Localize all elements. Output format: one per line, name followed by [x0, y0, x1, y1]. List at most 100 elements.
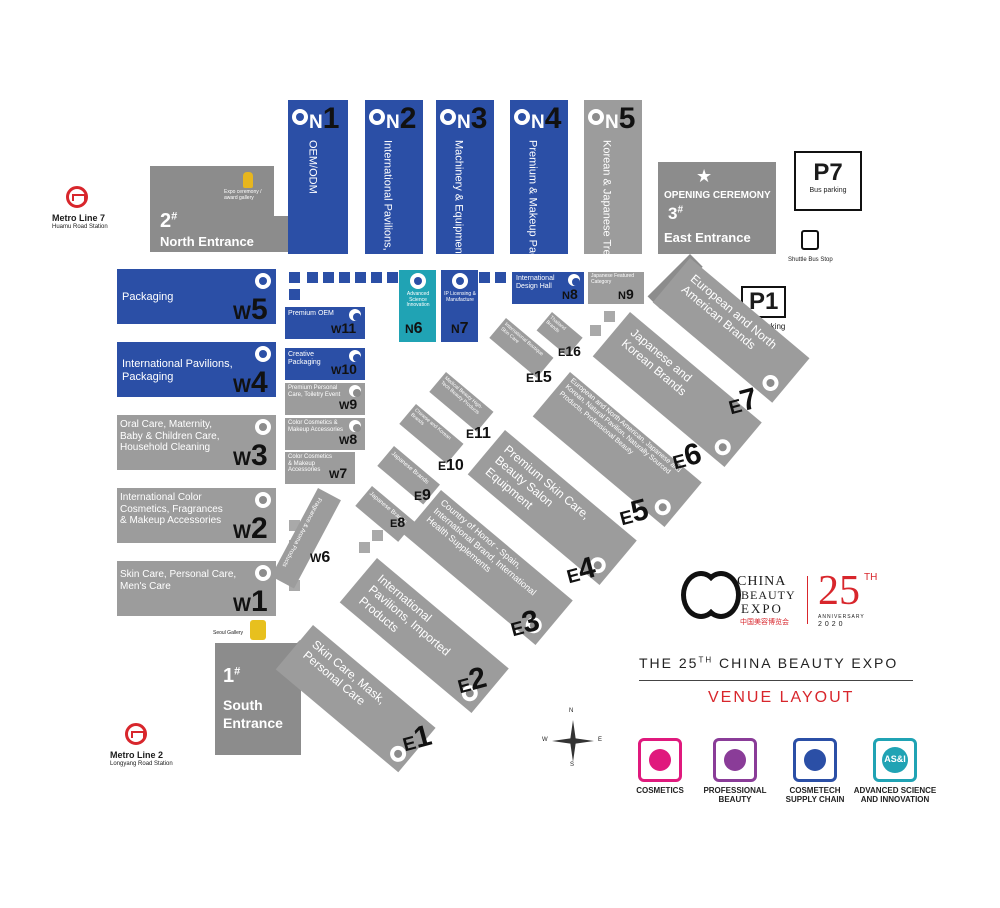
- hall-n9[interactable]: Japanese Featured Category N9: [588, 272, 644, 304]
- hall-w6[interactable]: Fragrance & Aroma Products: [271, 488, 341, 589]
- corridor-square: [479, 272, 490, 283]
- hall-w2-code: W2: [233, 512, 268, 545]
- hall-e2-name: International Pavilions, Imported Produc…: [356, 571, 453, 659]
- trophy-icon: [243, 172, 253, 188]
- compass-icon: N S W E: [542, 708, 602, 768]
- star-icon: ★: [696, 166, 713, 186]
- cosmetics-icon: [255, 492, 271, 508]
- hall-n5[interactable]: N5 Korean & Japanese Trendy Products: [584, 100, 642, 320]
- east-entrance[interactable]: ★ OPENING CEREMONY 3# East Entrance: [658, 162, 776, 254]
- hall-n2[interactable]: N2 International Pavilions, OEM/ODM: [365, 100, 423, 308]
- corridor-square: [604, 311, 615, 322]
- anniversary-label: ANNIVERSARY: [818, 614, 865, 620]
- parking-p7: P7 Bus parking: [794, 151, 862, 211]
- hall-w11[interactable]: Premium OEM W11: [285, 307, 365, 339]
- hall-n6-code: N6: [405, 320, 423, 337]
- hall-w11-name: Premium OEM: [288, 310, 334, 317]
- cosmetech-icon: [369, 109, 385, 125]
- corridor-square: [289, 272, 300, 283]
- corridor-square: [590, 325, 601, 336]
- corridor-square: [339, 272, 350, 283]
- hall-w7-name: Color Cosmetics & Makeup Accessories: [288, 454, 333, 474]
- east-entrance-ceremony: OPENING CEREMONY: [664, 190, 771, 201]
- hall-w9[interactable]: Premium Personal Care, Toiletry Event W9: [285, 383, 365, 415]
- hall-w2[interactable]: International Color Cosmetics, Fragrance…: [117, 488, 276, 545]
- shuttle-bus-stop-label: Shuttle Bus Stop: [788, 257, 833, 263]
- metro-line-2-label: Metro Line 2: [110, 750, 164, 760]
- cosmetics-legend-icon: [638, 738, 682, 782]
- south-entrance-label1: South: [223, 697, 263, 713]
- metro-line-2-icon: [125, 723, 147, 745]
- east-entrance-number: 3#: [668, 204, 684, 223]
- hall-w1-code: W1: [233, 585, 268, 618]
- hall-w8-name: Color Cosmetics & Makeup Accessories: [288, 420, 344, 433]
- cosmetech-icon: [292, 109, 308, 125]
- north-entrance-number: 2#: [160, 210, 178, 232]
- corridor-square: [289, 520, 300, 531]
- parking-p7-code: P7: [813, 159, 843, 186]
- north-entrance[interactable]: 2# North Entrance Expo ceremony / award …: [150, 166, 274, 252]
- hall-n3-code: N3: [457, 102, 488, 135]
- hall-n8[interactable]: International Design Hall N8: [512, 272, 584, 304]
- cosmetech-icon: [440, 109, 456, 125]
- corridor-square: [289, 289, 300, 300]
- corridor-square: [495, 272, 506, 283]
- hall-n1-name: OEM/ODM: [306, 140, 319, 194]
- corridor-square: [387, 272, 398, 283]
- compass-w: W: [542, 737, 548, 743]
- hall-n6[interactable]: Advanced Science Innovation N6: [399, 270, 436, 342]
- logo-name1: CHINA: [737, 574, 787, 589]
- logo-name2: BEAUTY: [741, 588, 796, 602]
- venue-layout-subtitle: VENUE LAYOUT: [708, 689, 855, 706]
- metro-line-7-label: Metro Line 7: [52, 213, 106, 223]
- cbe-logo: [681, 571, 741, 625]
- hall-w3[interactable]: Oral Care, Maternity, Baby & Children Ca…: [117, 415, 276, 472]
- cosmetics-icon: [759, 371, 782, 395]
- north-entrance-sub: Expo ceremony / award gallery: [224, 189, 262, 201]
- hall-n3[interactable]: N3 Machinery & Equipment: [436, 100, 494, 257]
- cosmetech-legend-icon: [793, 738, 837, 782]
- asi-legend-text: AS&I: [884, 754, 906, 764]
- hall-w4[interactable]: International Pavilions, Packaging W4: [117, 342, 276, 399]
- hall-w7-code: W7: [329, 465, 348, 481]
- compass-n: N: [569, 708, 574, 714]
- hall-w4-name: International Pavilions, Packaging: [122, 358, 233, 383]
- hall-w5-code: W5: [233, 293, 268, 326]
- hall-e11-name: Medical Beauty High-Tech Beauty Products: [439, 375, 484, 416]
- hall-w8-code: W8: [339, 431, 358, 447]
- corridor-square: [323, 272, 334, 283]
- hall-n1-code: N1: [309, 102, 340, 135]
- hall-w5[interactable]: Packaging W5: [117, 269, 276, 326]
- cosmetics-icon: [588, 109, 604, 125]
- hall-e9-code: E9: [414, 487, 431, 504]
- headline-divider: [639, 680, 913, 681]
- hall-w10-name: Creative Packaging: [288, 351, 321, 366]
- cosmetics-icon: [255, 419, 271, 435]
- hall-w5-name: Packaging: [122, 291, 174, 303]
- cbe-logo-ring2: [701, 571, 741, 619]
- south-entrance-label2: Entrance: [223, 715, 283, 731]
- hall-n4[interactable]: N4 Premium & Makeup Packaging: [510, 100, 568, 291]
- asi-legend-icon: AS&I: [873, 738, 917, 782]
- east-entrance-label: East Entrance: [664, 230, 751, 245]
- south-gallery-label: Seoul Gallery: [213, 630, 244, 636]
- cosmetech-icon: [349, 350, 361, 362]
- anniversary-sup: TH: [864, 572, 878, 583]
- hall-n7[interactable]: IP Licensing & Manufacture N7: [441, 270, 478, 342]
- asi-icon: [410, 273, 426, 289]
- hall-w7[interactable]: Color Cosmetics & Makeup Accessories W7: [285, 452, 355, 484]
- hall-n1[interactable]: N1 OEM/ODM: [288, 100, 348, 254]
- hall-e11-code: E11: [466, 425, 491, 442]
- hall-n9-name: Japanese Featured Category: [591, 273, 635, 285]
- hall-w8[interactable]: Color Cosmetics & Makeup Accessories W8: [285, 418, 365, 450]
- bus-icon: [801, 230, 819, 250]
- hall-e9-name: Japanese Brands: [389, 450, 430, 486]
- north-entrance-label: North Entrance: [160, 234, 254, 249]
- corridor-square: [371, 272, 382, 283]
- compass-s: S: [570, 762, 575, 768]
- hall-w10[interactable]: Creative Packaging W10: [285, 348, 365, 380]
- corridor-square: [307, 272, 318, 283]
- legend-cosmetics: COSMETICS: [636, 786, 684, 795]
- hall-w1[interactable]: Skin Care, Personal Care, Men's Care W1: [117, 561, 276, 618]
- logo-chinese: 中国美容博览会: [740, 619, 789, 626]
